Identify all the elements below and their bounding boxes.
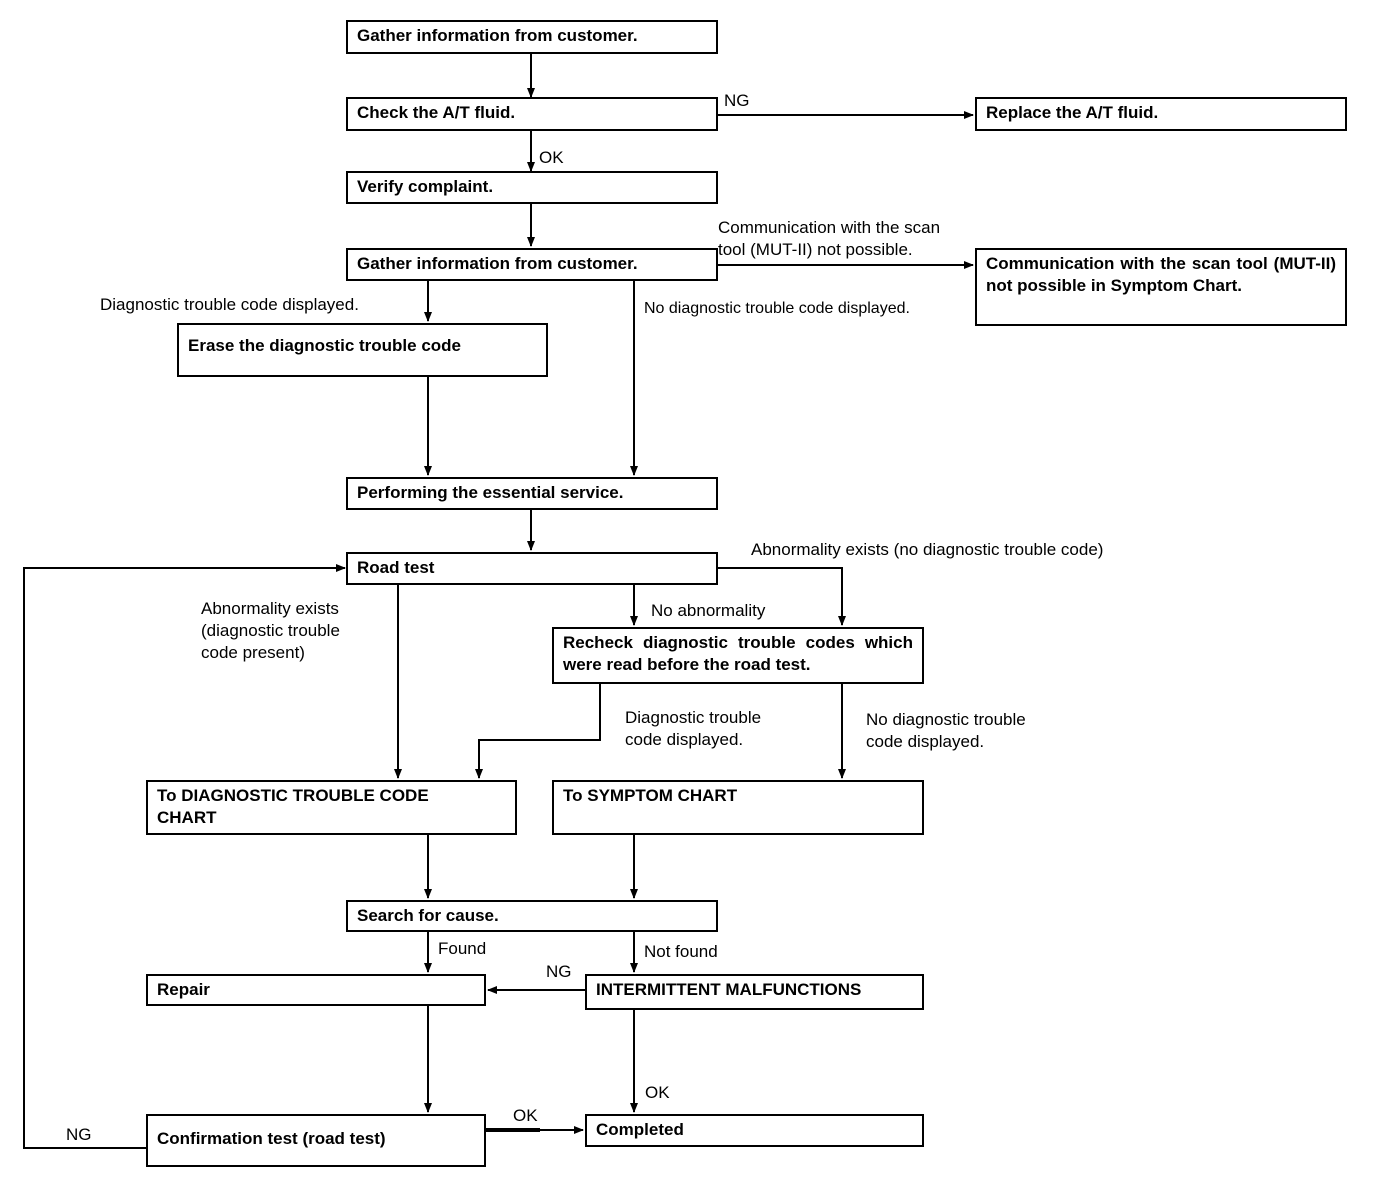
node-search-cause: Search for cause. [346,900,718,932]
node-repair: Repair [146,974,486,1006]
label-comm-not-possible-edge: Communication with the scan tool (MUT-II… [718,218,941,259]
label-ng-confirm: NG [66,1125,92,1144]
node-completed: Completed [585,1114,924,1147]
edge-confirm-roadtest-loop [23,564,346,1149]
label-recheck-dtc-displayed: Diagnostic trouble code displayed. [625,708,762,749]
label-dtc-displayed: Diagnostic trouble code displayed. [100,295,359,314]
label-ok-confirm: OK [513,1106,538,1125]
node-recheck-dtc: Recheck diagnostic trouble codes which w… [552,627,924,684]
label-found: Found [438,939,487,958]
node-road-test: Road test [346,552,718,585]
label-not-found: Not found [644,942,718,961]
label-ng-fluid: NG [724,91,750,110]
node-confirmation-test: Confirmation test (road test) [146,1114,486,1167]
node-comm-not-possible: Communication with the scan tool (MUT-II… [975,248,1347,326]
node-gather-info-1: Gather information from customer. [346,20,718,54]
node-essential-service: Performing the essential service. [346,477,718,510]
label-no-dtc-displayed: No diagnostic trouble code displayed. [644,300,910,317]
node-replace-fluid: Replace the A/T fluid. [975,97,1347,131]
node-check-fluid: Check the A/T fluid. [346,97,718,131]
node-to-symptom-chart: To SYMPTOM CHART [552,780,924,835]
label-no-abnormality: No abnormality [651,601,766,620]
node-intermittent-malfunctions: INTERMITTENT MALFUNCTIONS [585,974,924,1010]
node-erase-dtc: Erase the diagnostic trouble code [177,323,548,377]
label-recheck-no-dtc: No diagnostic trouble code displayed. [866,710,1026,751]
node-to-dtc-chart: To DIAGNOSTIC TROUBLE CODE CHART [146,780,517,835]
edge-roadtest-recheck-abnormal [718,567,846,626]
label-abnormality-dtc: Abnormality exists (diagnostic trouble c… [201,599,340,662]
label-ok-intermittent: OK [645,1083,670,1102]
label-ng-intermittent: NG [546,962,572,981]
edge-recheck-dtcchart [475,684,601,779]
node-gather-info-2: Gather information from customer. [346,248,718,281]
node-verify-complaint: Verify complaint. [346,171,718,204]
label-ok-fluid: OK [539,148,564,167]
label-abnormality-no-dtc: Abnormality exists (no diagnostic troubl… [751,540,1104,559]
